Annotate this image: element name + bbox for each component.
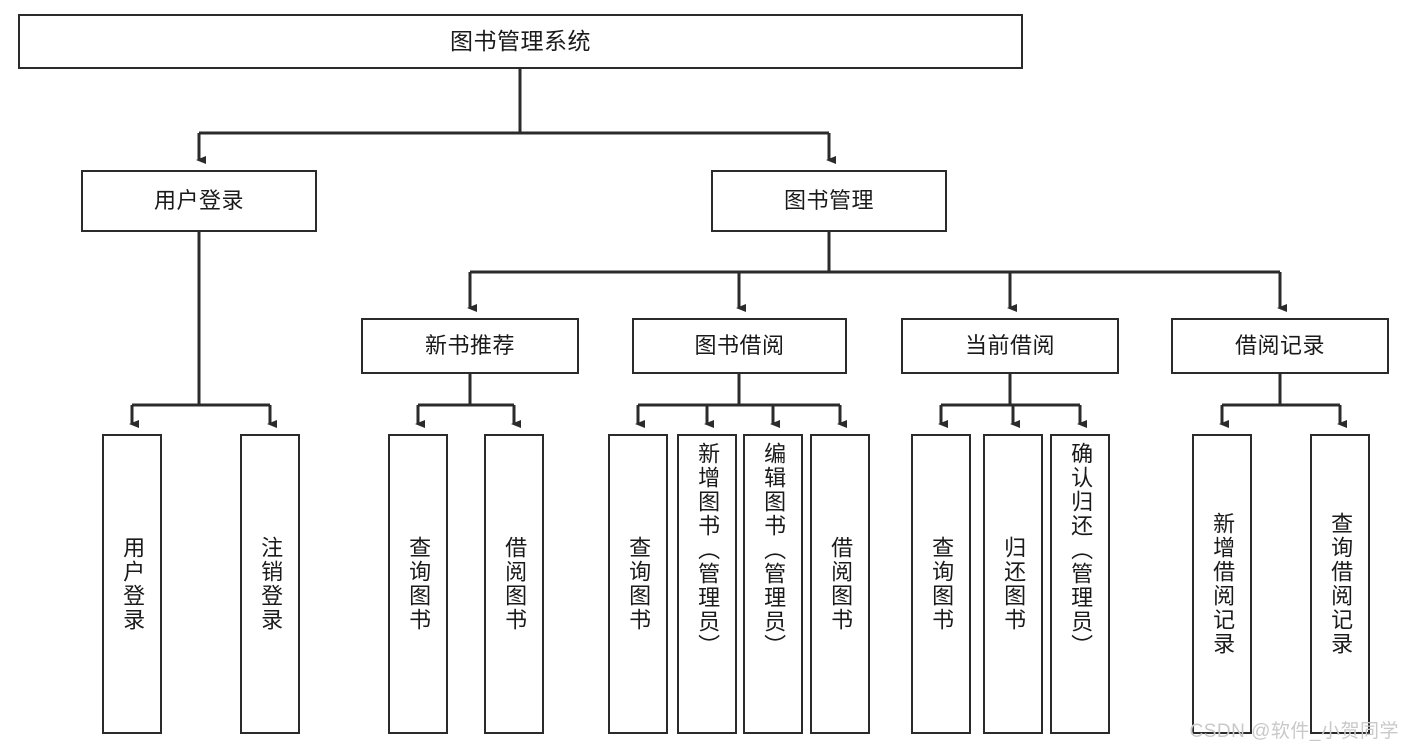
node-current-borrow-label: 当前借阅 — [964, 333, 1055, 359]
node-user-login-label: 用户登录 — [153, 188, 244, 214]
node-leaf-edit-book-label: 编辑图书（管理员） — [761, 442, 787, 658]
node-root[interactable]: 图书管理系统 — [18, 14, 1023, 69]
node-book-manage[interactable]: 图书管理 — [711, 170, 947, 232]
node-leaf-logout-label: 注销登录 — [258, 536, 284, 632]
node-user-login[interactable]: 用户登录 — [81, 170, 317, 232]
node-leaf-confirm-return-label: 确认归还（管理员） — [1068, 442, 1094, 658]
node-leaf-query-book-2-label: 查询图书 — [626, 536, 652, 632]
node-leaf-edit-book[interactable]: 编辑图书（管理员） — [743, 434, 803, 734]
node-current-borrow[interactable]: 当前借阅 — [901, 318, 1119, 374]
node-leaf-query-book-3-label: 查询图书 — [929, 536, 955, 632]
node-leaf-query-record[interactable]: 查询借阅记录 — [1310, 434, 1370, 734]
node-book-borrow-label: 图书借阅 — [694, 333, 785, 359]
node-leaf-confirm-return[interactable]: 确认归还（管理员） — [1050, 434, 1110, 734]
node-new-book-rec-label: 新书推荐 — [424, 333, 515, 359]
node-leaf-return-book-label: 归还图书 — [1001, 536, 1027, 632]
watermark: CSDN @软件_小贺同学 — [1189, 721, 1399, 742]
node-leaf-add-record[interactable]: 新增借阅记录 — [1192, 434, 1252, 734]
node-root-label: 图书管理系统 — [450, 28, 591, 55]
node-leaf-borrow-book-2[interactable]: 借阅图书 — [810, 434, 870, 734]
node-leaf-query-book-1[interactable]: 查询图书 — [388, 434, 448, 734]
node-leaf-query-book-2[interactable]: 查询图书 — [608, 434, 668, 734]
node-leaf-query-book-3[interactable]: 查询图书 — [911, 434, 971, 734]
node-leaf-borrow-book-1[interactable]: 借阅图书 — [484, 434, 544, 734]
node-leaf-borrow-book-1-label: 借阅图书 — [502, 536, 528, 632]
node-borrow-record-label: 借阅记录 — [1234, 333, 1325, 359]
node-leaf-query-record-label: 查询借阅记录 — [1328, 512, 1354, 656]
node-leaf-user-login-label: 用户登录 — [120, 536, 146, 632]
node-new-book-rec[interactable]: 新书推荐 — [361, 318, 579, 374]
node-leaf-add-book-label: 新增图书（管理员） — [695, 442, 721, 658]
node-leaf-return-book[interactable]: 归还图书 — [983, 434, 1043, 734]
node-leaf-borrow-book-2-label: 借阅图书 — [828, 536, 854, 632]
node-borrow-record[interactable]: 借阅记录 — [1171, 318, 1389, 374]
node-book-manage-label: 图书管理 — [783, 188, 874, 214]
node-book-borrow[interactable]: 图书借阅 — [632, 318, 847, 374]
node-leaf-logout[interactable]: 注销登录 — [240, 434, 300, 734]
node-leaf-user-login[interactable]: 用户登录 — [102, 434, 162, 734]
node-leaf-query-book-1-label: 查询图书 — [406, 536, 432, 632]
node-leaf-add-record-label: 新增借阅记录 — [1210, 512, 1236, 656]
node-leaf-add-book[interactable]: 新增图书（管理员） — [677, 434, 737, 734]
